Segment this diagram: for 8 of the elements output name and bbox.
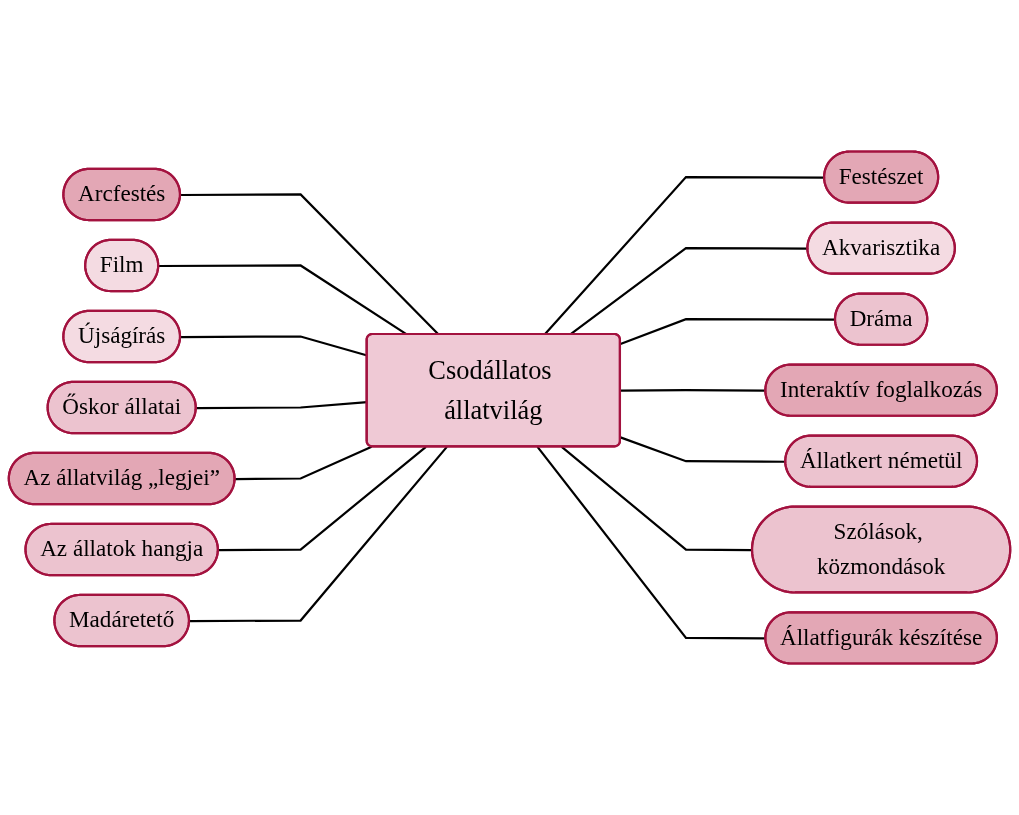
connector [189,446,448,623]
connector [536,446,766,640]
connector [218,446,427,552]
connector [620,436,786,463]
connector [620,318,836,346]
connector [620,389,766,392]
connector [561,446,753,552]
connector [235,445,373,481]
